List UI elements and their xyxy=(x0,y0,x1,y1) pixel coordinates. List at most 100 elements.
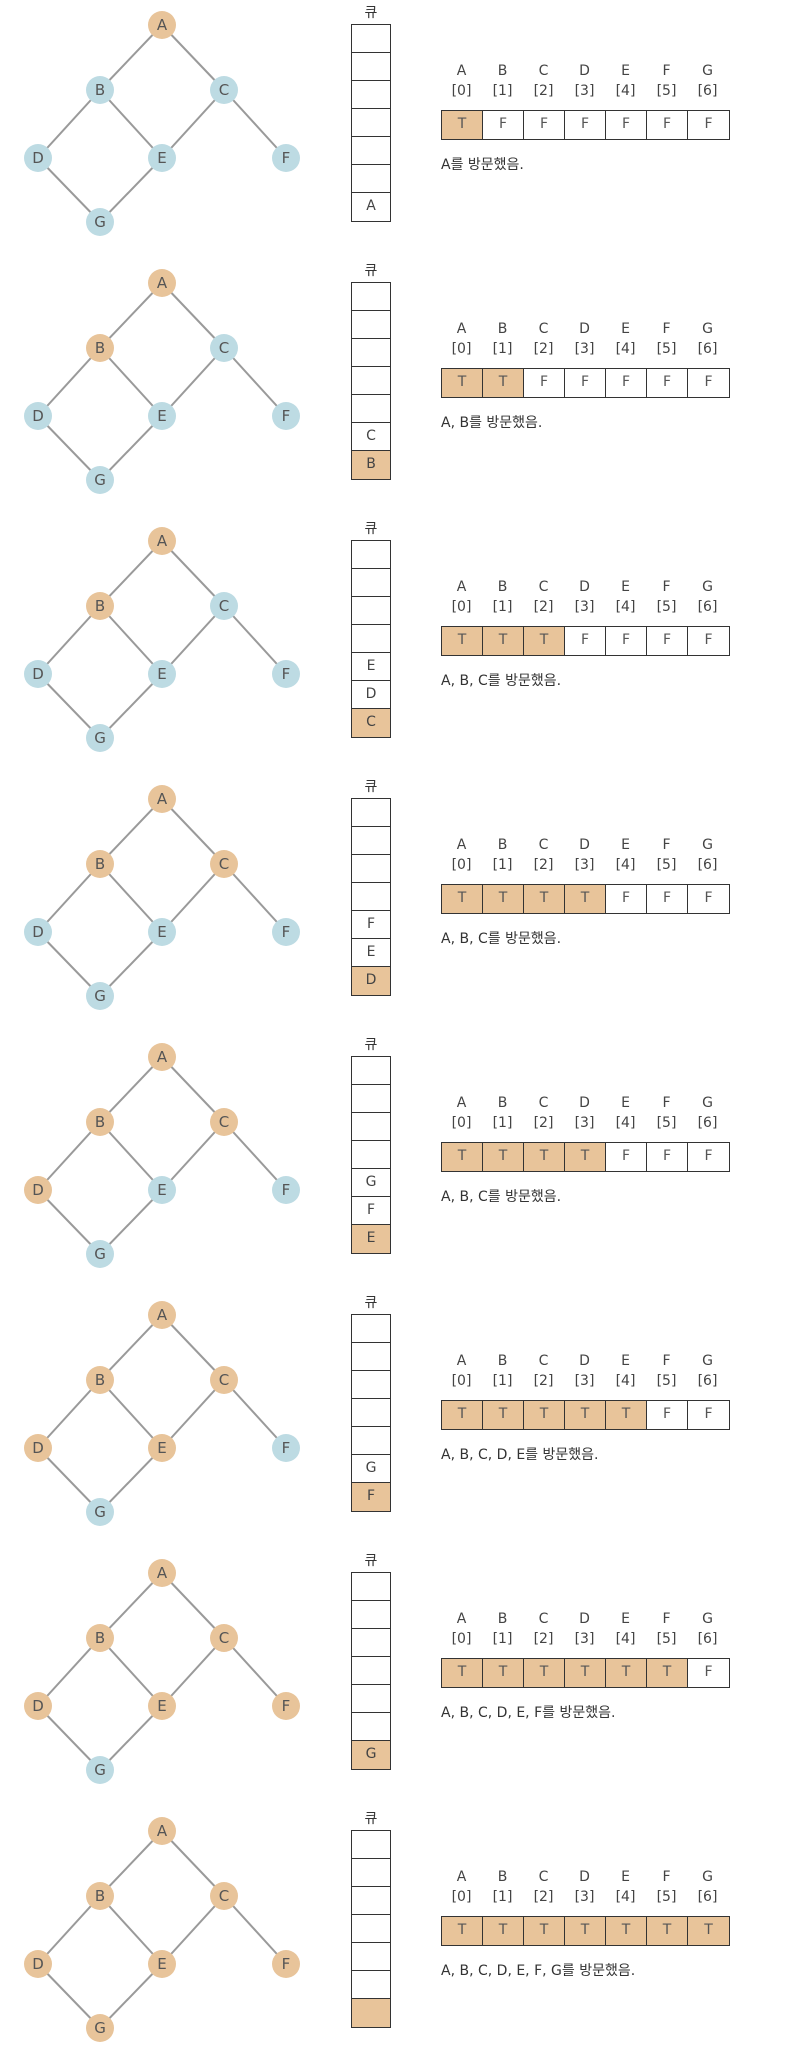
edge-B-E xyxy=(99,1121,163,1191)
node-D: D xyxy=(24,660,52,688)
array-header-index: [5] xyxy=(656,83,677,99)
queue-cell xyxy=(352,1371,390,1399)
array-header-index: [4] xyxy=(615,1373,636,1389)
queue-cell: D xyxy=(352,967,390,995)
node-D: D xyxy=(24,1176,52,1204)
array-header-index: [3] xyxy=(574,341,595,357)
node-circle-F xyxy=(272,1176,300,1204)
array-header-label: B xyxy=(497,63,508,79)
step-caption: A, B, C, D, E, F, G를 방문했음. xyxy=(441,1963,636,1979)
node-C: C xyxy=(210,1108,238,1136)
edge-D-G xyxy=(37,931,101,997)
node-circle-D xyxy=(24,402,52,430)
array-header-label: F xyxy=(662,1611,671,1627)
node-B: B xyxy=(86,850,114,878)
edge-C-F xyxy=(223,347,287,417)
step-caption: A, B, C, D, E를 방문했음. xyxy=(441,1447,599,1463)
queue-cell: E xyxy=(352,1225,390,1253)
queue-cell: G xyxy=(352,1455,390,1483)
array-header-index: [0] xyxy=(451,1631,472,1647)
node-circle-F xyxy=(272,660,300,688)
node-label: C xyxy=(219,1113,229,1131)
node-circle-G xyxy=(86,208,114,236)
edge-A-C xyxy=(161,540,225,607)
visited-cell: T xyxy=(524,1401,565,1429)
visited-cell: T xyxy=(647,1659,688,1687)
node-circle-A xyxy=(148,785,176,813)
node-label: A xyxy=(157,16,168,34)
queue-cell xyxy=(352,367,390,395)
visited-cell: T xyxy=(565,1659,606,1687)
edge-D-G xyxy=(37,1963,101,2029)
node-circle-D xyxy=(24,918,52,946)
array-header-index: [0] xyxy=(451,83,472,99)
array-header-label: G xyxy=(702,1869,713,1885)
queue-title: 큐 xyxy=(364,263,378,279)
visited-cell: F xyxy=(606,111,647,139)
node-label: G xyxy=(94,2019,106,2037)
queue-cell: F xyxy=(352,911,390,939)
queue-cell: F xyxy=(352,1197,390,1225)
visited-cell: T xyxy=(442,1659,483,1687)
queue-cell xyxy=(352,1085,390,1113)
node-label: B xyxy=(95,339,105,357)
edge-A-B xyxy=(99,282,163,349)
edge-C-E xyxy=(161,863,225,933)
array-header-indices: [0][1][2][3][4][5][6] xyxy=(441,82,728,100)
edge-A-C xyxy=(161,282,225,349)
queue-cell: E xyxy=(352,653,390,681)
queue-cell xyxy=(352,1685,390,1713)
node-circle-B xyxy=(86,1108,114,1136)
array-header-index: [6] xyxy=(697,599,718,615)
queue-cell xyxy=(352,1573,390,1601)
edge-B-D xyxy=(37,605,101,675)
queue-cell xyxy=(352,137,390,165)
array-header-index: [6] xyxy=(697,341,718,357)
node-label: F xyxy=(282,1439,291,1457)
queue-cell: C xyxy=(352,709,390,737)
step-caption: A, B, C를 방문했음. xyxy=(441,1189,562,1205)
array-header-label: F xyxy=(662,63,671,79)
edge-C-F xyxy=(223,863,287,933)
array-header-index: [1] xyxy=(492,1889,513,1905)
node-G: G xyxy=(86,1756,114,1784)
visited-cell: F xyxy=(565,369,606,397)
node-label: D xyxy=(32,1439,44,1457)
visited-cell: T xyxy=(524,1917,565,1945)
node-circle-E xyxy=(148,1950,176,1978)
visited-cell: T xyxy=(606,1659,647,1687)
visited-cell: T xyxy=(442,369,483,397)
queue-title: 큐 xyxy=(364,1037,378,1053)
node-circle-A xyxy=(148,1301,176,1329)
edge-B-E xyxy=(99,347,163,417)
visited-cell: T xyxy=(442,1917,483,1945)
visited-cell: F xyxy=(606,627,647,655)
edge-B-D xyxy=(37,1379,101,1449)
edge-B-E xyxy=(99,1895,163,1965)
node-circle-C xyxy=(210,592,238,620)
array-header-label: F xyxy=(662,579,671,595)
array-header-index: [3] xyxy=(574,1115,595,1131)
array-header-index: [0] xyxy=(451,1115,472,1131)
queue-cell xyxy=(352,395,390,423)
node-label: A xyxy=(157,1564,168,1582)
array-header-index: [4] xyxy=(615,83,636,99)
node-circle-C xyxy=(210,1624,238,1652)
node-F: F xyxy=(272,660,300,688)
array-header-label: G xyxy=(702,579,713,595)
visited-cell: F xyxy=(647,111,688,139)
array-header-label: B xyxy=(497,579,508,595)
array-header-index: [1] xyxy=(492,857,513,873)
queue-cell xyxy=(352,53,390,81)
queue-cell xyxy=(352,883,390,911)
node-B: B xyxy=(86,334,114,362)
